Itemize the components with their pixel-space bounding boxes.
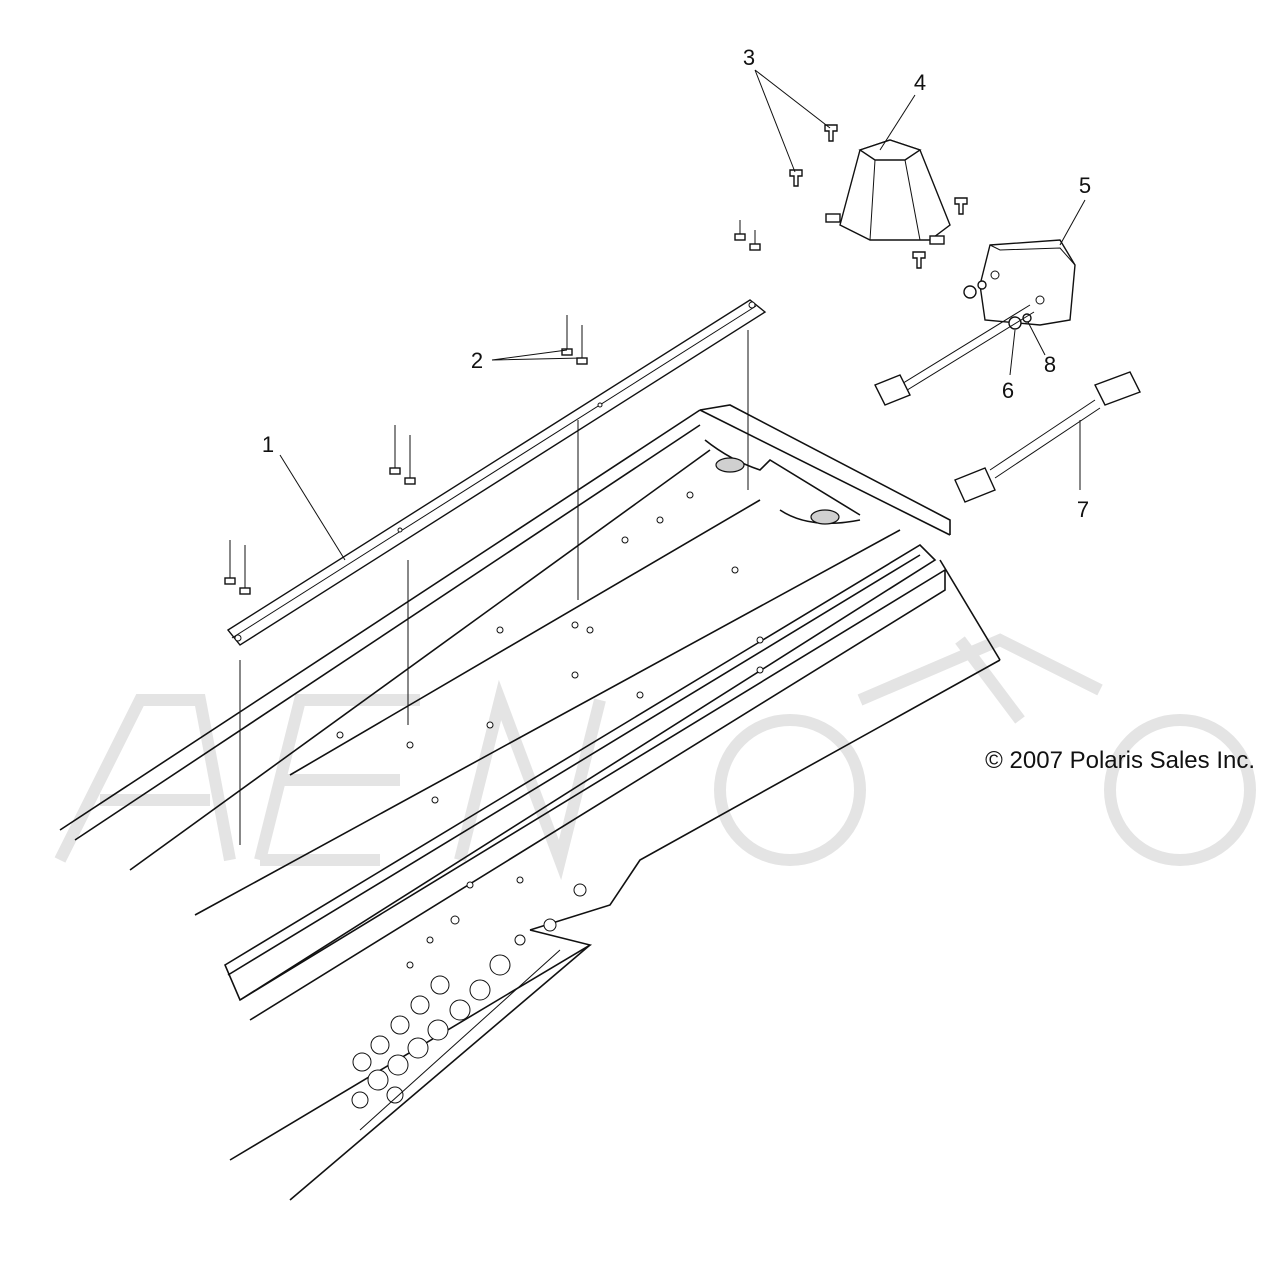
taillight-housing (825, 139, 951, 245)
callout-8: 8 (1044, 352, 1056, 377)
callout-1: 1 (262, 432, 274, 457)
taillight-lamp (979, 239, 1076, 326)
callout-4: 4 (914, 70, 926, 95)
copyright-notice: © 2007 Polaris Sales Inc. (985, 747, 1255, 774)
perforated-floor (351, 949, 561, 1131)
callout-7: 7 (1077, 497, 1089, 522)
screws (789, 124, 968, 269)
callout-6: 6 (1002, 378, 1014, 403)
rivets (224, 220, 761, 845)
callout-labels: 1 2 3 4 5 6 7 8 (262, 45, 1091, 522)
frame-holes (336, 491, 764, 969)
lamp-lead (874, 304, 1035, 406)
callout-5: 5 (1079, 173, 1091, 198)
leader-lines (279, 69, 1086, 561)
callout-3: 3 (743, 45, 755, 70)
tunnel-frame (59, 404, 1001, 1201)
callout-2: 2 (471, 348, 483, 373)
rail (226, 299, 767, 646)
wiring-harness (954, 371, 1141, 503)
